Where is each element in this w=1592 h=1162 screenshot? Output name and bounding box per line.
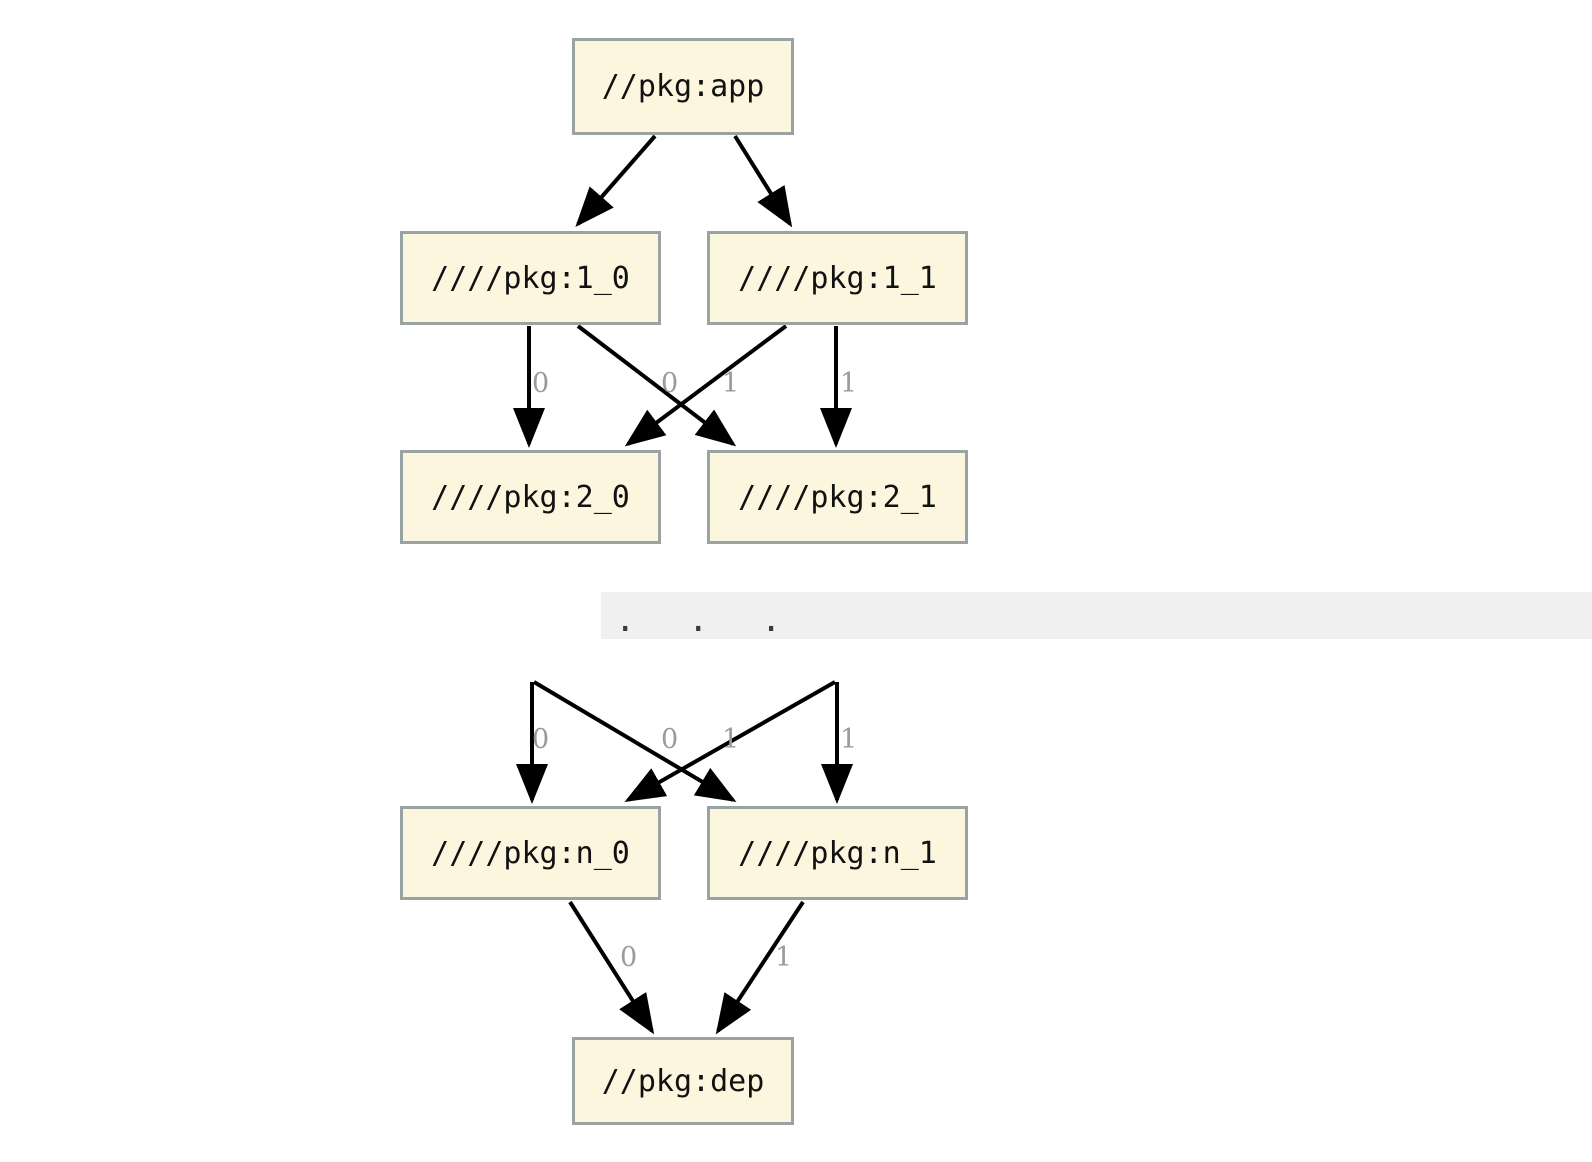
edge-1_0-to-2_1 [576, 324, 737, 447]
edge-app-to-1_0 [575, 134, 657, 228]
edge-label-1_0-to-2_1: 0 [661, 368, 679, 399]
edge-dangling-cross-to-n_0 [624, 680, 836, 802]
node-pkg-1-1[interactable]: ////pkg:1_1 [707, 231, 968, 325]
node-label: ////pkg:1_1 [738, 260, 937, 296]
node-pkg-1-0[interactable]: ////pkg:1_0 [400, 231, 661, 325]
edge-1_1-to-2_0 [624, 324, 788, 447]
edge-n_1-to-dep [715, 900, 805, 1035]
edge-label-dangling-cross-to-n_0: 1 [722, 724, 740, 755]
edge-label-n_1-to-dep: 1 [775, 942, 793, 973]
edge-label-1_1-to-2_0: 1 [722, 368, 740, 399]
edge-label-dangling-to-n_0: 0 [532, 724, 550, 755]
edge-label-dangling-to-n_1-cross: 0 [661, 724, 679, 755]
node-label: ////pkg:2_1 [738, 479, 937, 515]
node-label: ////pkg:n_1 [738, 835, 937, 871]
node-pkg-2-0[interactable]: ////pkg:2_0 [400, 450, 661, 544]
edge-label-n_0-to-dep: 0 [620, 942, 638, 973]
node-pkg-n-1[interactable]: ////pkg:n_1 [707, 806, 968, 900]
node-label: //pkg:dep [601, 1063, 765, 1099]
edge-dangling-to-n_1-cross [532, 680, 737, 803]
edge-label-1_0-to-2_0: 0 [532, 368, 550, 399]
node-dep[interactable]: //pkg:dep [572, 1037, 794, 1125]
edge-n_0-to-dep [568, 900, 655, 1035]
node-label: ////pkg:n_0 [431, 835, 630, 871]
node-pkg-n-0[interactable]: ////pkg:n_0 [400, 806, 661, 900]
node-label: //pkg:app [601, 69, 765, 104]
node-label: ////pkg:1_0 [431, 260, 630, 296]
ellipsis-text: . . . [615, 600, 798, 640]
edge-label-1_1-to-2_1: 1 [840, 368, 858, 399]
node-app[interactable]: //pkg:app [572, 38, 794, 135]
node-label: ////pkg:2_0 [431, 479, 630, 515]
edge-app-to-1_1 [733, 134, 793, 228]
node-pkg-2-1[interactable]: ////pkg:2_1 [707, 450, 968, 544]
edge-label-dangling-to-n_1: 1 [840, 724, 858, 755]
ellipsis-bar: . . . [601, 592, 1592, 639]
